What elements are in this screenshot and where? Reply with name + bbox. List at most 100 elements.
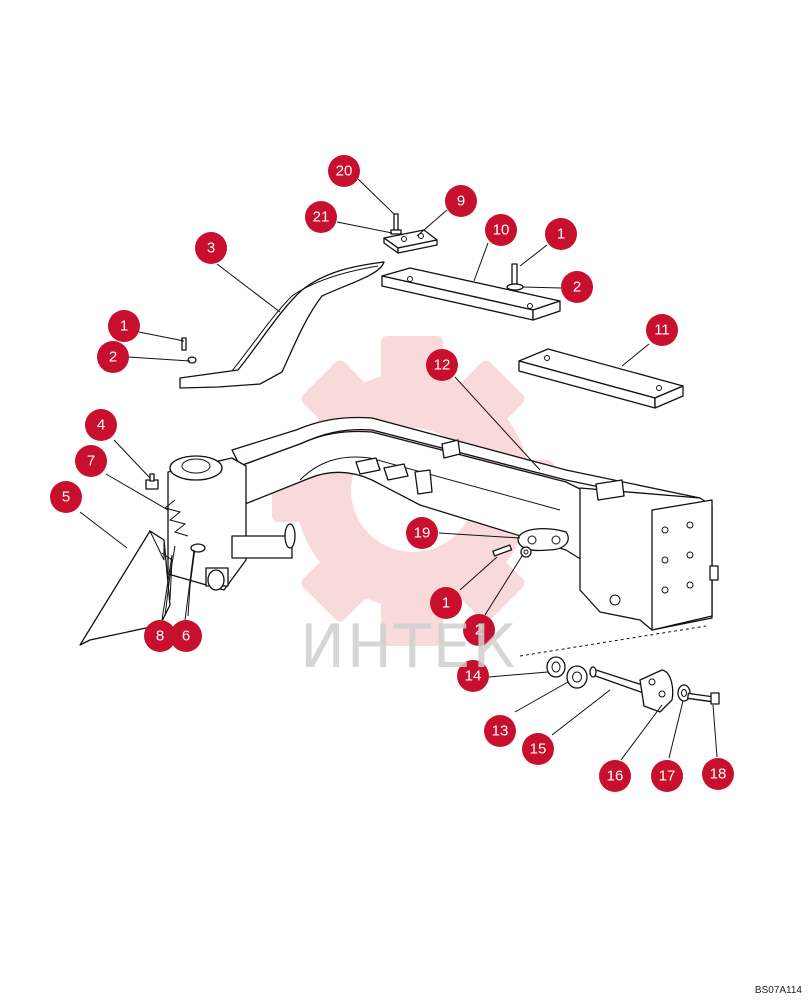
- leader-1-lower: [459, 556, 498, 591]
- leader-17: [668, 700, 684, 759]
- svg-text:17: 17: [659, 768, 676, 785]
- svg-text:9: 9: [457, 193, 465, 210]
- svg-text:1: 1: [120, 318, 128, 335]
- part-5-cover-plate: [79, 529, 173, 646]
- svg-text:2: 2: [109, 349, 117, 366]
- part-6-bolt: [187, 543, 206, 617]
- svg-text:12: 12: [434, 357, 451, 374]
- svg-text:19: 19: [414, 525, 431, 542]
- leader-13: [514, 681, 569, 713]
- leader-18: [712, 704, 718, 758]
- leader-5: [79, 511, 128, 549]
- svg-text:4: 4: [97, 417, 105, 434]
- leader-16: [620, 704, 663, 761]
- svg-text:21: 21: [313, 209, 330, 226]
- leader-1-left: [138, 331, 185, 342]
- leader-12: [454, 376, 541, 471]
- callout-9: 9: [445, 185, 477, 217]
- leader-21: [336, 221, 393, 234]
- svg-text:20: 20: [336, 163, 353, 180]
- part-20-screw: [390, 213, 402, 235]
- part-16-bracket: [639, 669, 674, 713]
- callout-7: 7: [75, 445, 107, 477]
- svg-text:13: 13: [492, 723, 509, 740]
- leader-2-top: [522, 286, 562, 289]
- part-19-link-plate: [517, 528, 569, 552]
- frame-pivot-housing: [167, 455, 296, 591]
- callout-6: 6: [170, 620, 202, 652]
- svg-text:10: 10: [493, 222, 510, 239]
- callout-12: 12: [426, 349, 458, 381]
- callout-badges: 20 9 21 10 1 3 2 1 2 11 12 4 7 5 19 1 2 …: [50, 155, 734, 792]
- part-11-plate: [518, 348, 684, 409]
- svg-text:3: 3: [207, 240, 215, 257]
- callout-20: 20: [328, 155, 360, 187]
- leader-11: [621, 343, 650, 367]
- leader-8: [161, 554, 173, 621]
- callout-14: 14: [457, 660, 489, 692]
- leader-9: [416, 209, 448, 237]
- svg-text:16: 16: [607, 768, 624, 785]
- leader-lines: [79, 178, 718, 761]
- callout-1-top: 1: [545, 218, 577, 250]
- part-18-bolt: [687, 692, 720, 705]
- callout-1-lower: 1: [430, 587, 462, 619]
- leader-19: [438, 532, 521, 539]
- callout-5: 5: [50, 481, 82, 513]
- callout-4: 4: [85, 409, 117, 441]
- leader-14: [488, 671, 549, 678]
- callout-13: 13: [484, 715, 516, 747]
- svg-text:18: 18: [710, 766, 727, 783]
- leader-7: [105, 473, 169, 511]
- callout-15: 15: [522, 733, 554, 765]
- svg-text:15: 15: [530, 741, 547, 758]
- assembly-hidden-line: [519, 625, 707, 657]
- part-12-main-frame: [231, 416, 719, 631]
- callout-3: 3: [195, 232, 227, 264]
- svg-text:5: 5: [62, 489, 70, 506]
- svg-text:11: 11: [654, 322, 670, 339]
- part-3-curved-cover: [179, 261, 385, 389]
- callout-8: 8: [144, 620, 176, 652]
- part-10-long-plate: [381, 267, 561, 321]
- leader-3: [216, 263, 281, 313]
- callout-21: 21: [305, 201, 337, 233]
- leader-15: [551, 689, 611, 736]
- svg-text:2: 2: [475, 622, 483, 639]
- part-1-bolt-lower: [492, 544, 513, 557]
- callout-19: 19: [406, 517, 438, 549]
- svg-text:6: 6: [182, 628, 190, 645]
- callout-2-top: 2: [561, 271, 593, 303]
- svg-text:14: 14: [465, 668, 482, 685]
- leader-2-lower: [484, 555, 523, 616]
- leader-20: [357, 178, 395, 215]
- part-9-plate: [383, 229, 438, 254]
- part-17-washer: [677, 684, 691, 702]
- svg-text:1: 1: [442, 595, 450, 612]
- svg-text:7: 7: [87, 453, 95, 470]
- callout-11: 11: [646, 314, 678, 346]
- svg-text:2: 2: [573, 279, 581, 296]
- callout-18: 18: [702, 758, 734, 790]
- callout-17: 17: [651, 760, 683, 792]
- part-2-washer-lower: [520, 546, 532, 558]
- part-1-bolt-top: [506, 263, 524, 291]
- callout-1-left: 1: [108, 310, 140, 342]
- leader-4: [113, 439, 151, 479]
- watermark-text: ИНТЕК: [300, 612, 518, 682]
- svg-text:8: 8: [156, 628, 164, 645]
- leader-6: [184, 549, 195, 621]
- leader-1-top: [519, 244, 548, 267]
- leader-2-left: [127, 356, 191, 362]
- part-8-bolt: [164, 545, 176, 617]
- leader-10: [473, 242, 489, 282]
- part-1-screw-left: [181, 337, 197, 364]
- callout-10: 10: [485, 214, 517, 246]
- callout-2-left: 2: [97, 341, 129, 373]
- drawing-code-label: BS07A114: [754, 985, 802, 996]
- callout-16: 16: [599, 760, 631, 792]
- part-14-washer: [546, 656, 566, 678]
- callout-2-lower: 2: [463, 614, 495, 646]
